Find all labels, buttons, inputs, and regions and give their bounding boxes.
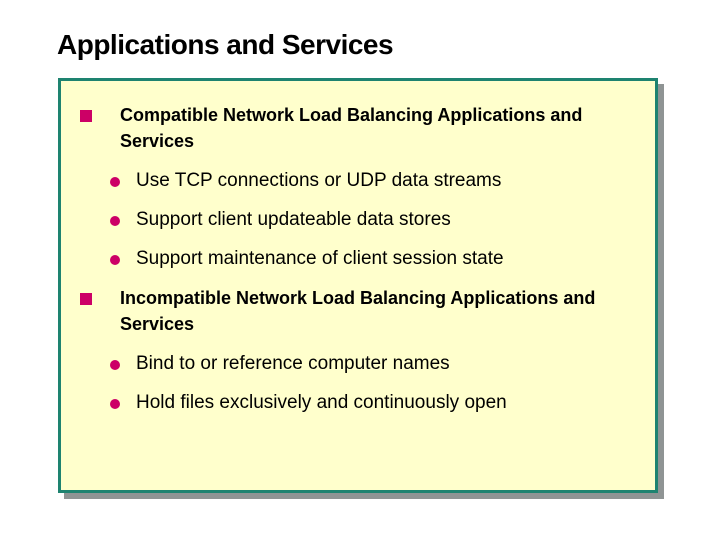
bullet-bind-names: Bind to or reference computer names	[110, 351, 645, 377]
page-title: Applications and Services	[57, 29, 394, 60]
bullet-text-line: Services	[120, 314, 195, 334]
circle-bullet-icon	[110, 360, 120, 370]
circle-bullet-icon	[110, 255, 120, 265]
bullet-compatible-apps: Compatible Network Load Balancing Applic…	[80, 102, 645, 154]
bullet-text: Incompatible Network Load Balancing Appl…	[120, 285, 595, 337]
square-bullet-icon	[80, 110, 92, 122]
bullet-text: Use TCP connections or UDP data streams	[136, 170, 502, 191]
bullet-use-tcp: Use TCP connections or UDP data streams	[110, 168, 645, 194]
bullet-text: Bind to or reference computer names	[136, 353, 450, 374]
bullet-text: Compatible Network Load Balancing Applic…	[120, 102, 582, 154]
bullet-incompatible-apps: Incompatible Network Load Balancing Appl…	[80, 285, 645, 337]
bullet-text-line: Compatible Network Load Balancing Applic…	[120, 105, 583, 125]
circle-bullet-icon	[110, 177, 120, 187]
square-bullet-icon	[80, 293, 92, 305]
bullet-text-line: Incompatible Network Load Balancing Appl…	[120, 288, 596, 308]
bullet-session-state: Support maintenance of client session st…	[110, 246, 645, 272]
bullet-text: Support maintenance of client session st…	[136, 248, 504, 269]
circle-bullet-icon	[110, 216, 120, 226]
bullet-text: Support client updateable data stores	[136, 209, 451, 230]
bullet-list: Compatible Network Load Balancing Applic…	[61, 81, 655, 416]
bullet-hold-files: Hold files exclusively and continuously …	[110, 390, 645, 416]
circle-bullet-icon	[110, 399, 120, 409]
bullet-text-line: Services	[120, 131, 195, 151]
bullet-client-updateable: Support client updateable data stores	[110, 207, 645, 233]
content-box: Compatible Network Load Balancing Applic…	[58, 78, 658, 493]
bullet-text: Hold files exclusively and continuously …	[136, 392, 507, 413]
